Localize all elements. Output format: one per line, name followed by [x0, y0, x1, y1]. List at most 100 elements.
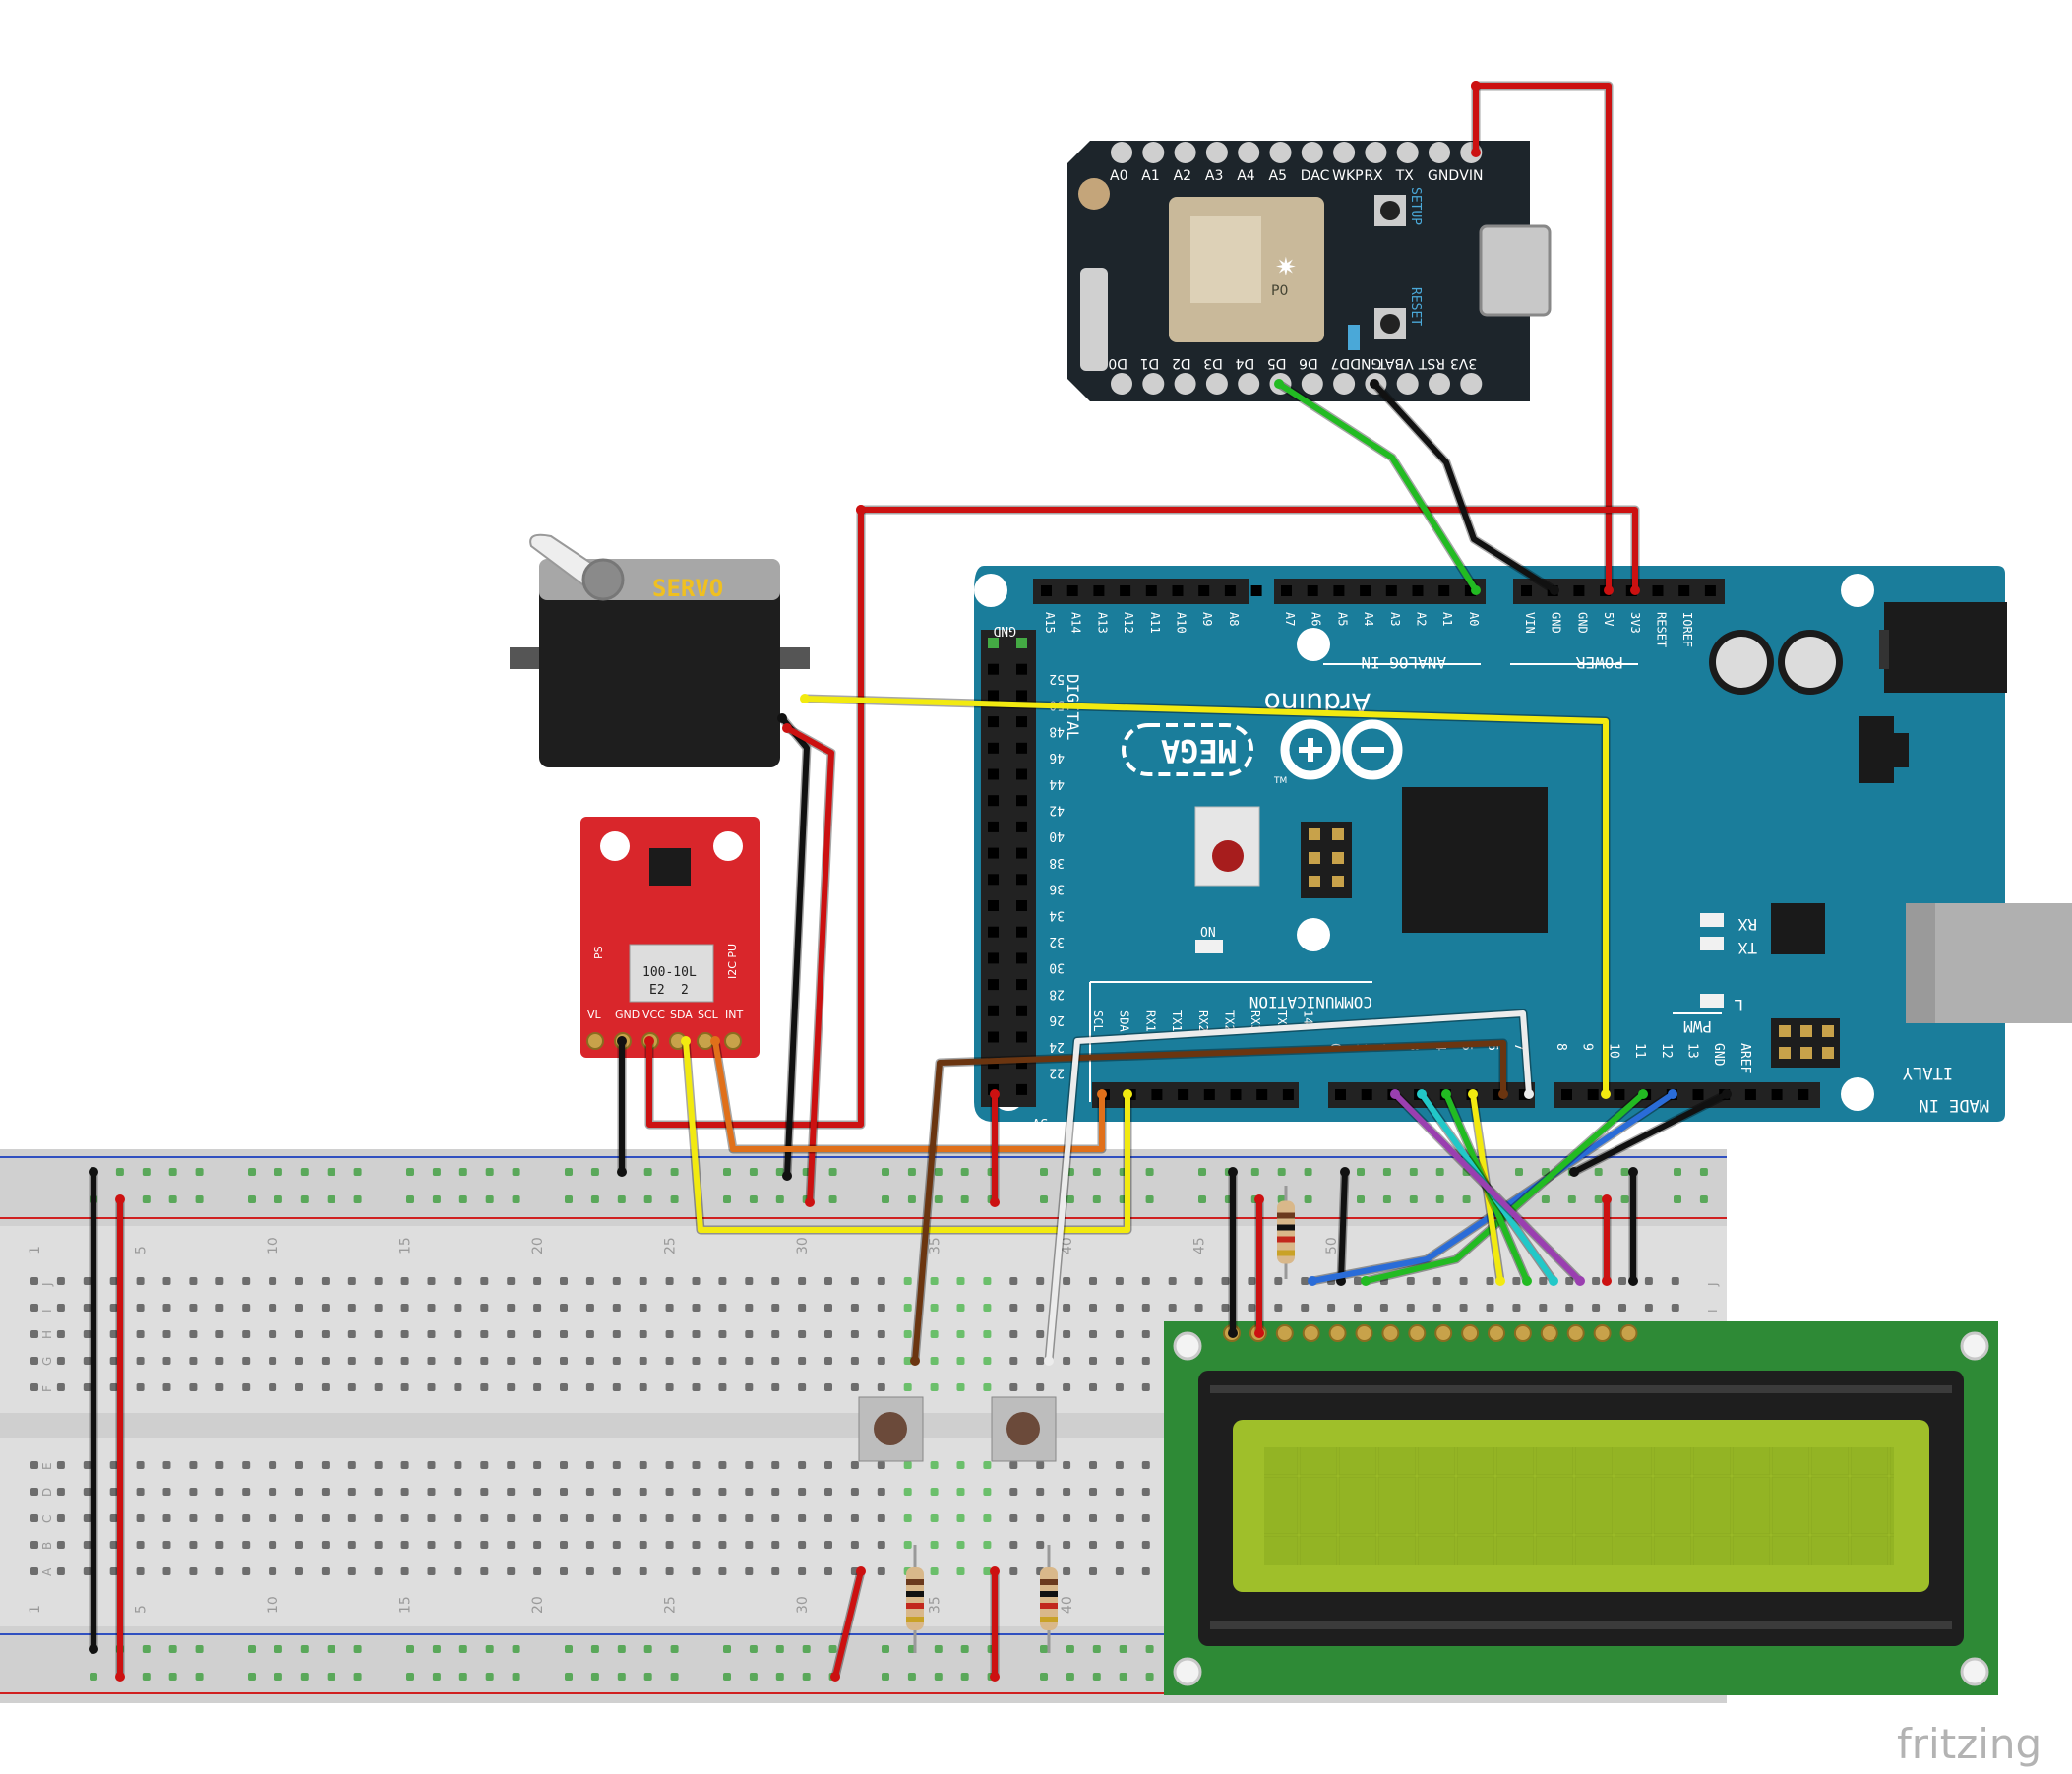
wire-servo-gnd-end: [777, 713, 787, 723]
breadboard-hole: [189, 1383, 198, 1391]
pushbutton-cap[interactable]: [874, 1412, 907, 1445]
breadboard-hole: [427, 1567, 436, 1575]
pushbutton-left[interactable]: [858, 1396, 924, 1462]
breadboard-hole: [824, 1514, 832, 1522]
breadboard-hole: [1141, 1541, 1150, 1549]
rail-hole: [775, 1673, 784, 1681]
wire-sensor-scl: [712, 1038, 1105, 1152]
breadboard-hole: [1379, 1304, 1388, 1312]
sensor-pin: [586, 1032, 604, 1050]
reset-button-photon-cap[interactable]: [1380, 314, 1400, 334]
breadboard-hole: [454, 1277, 462, 1285]
breadboard-hole: [507, 1541, 516, 1549]
header-pin: [1230, 1089, 1242, 1100]
rail-hole: [934, 1645, 943, 1653]
breadboard-hole: [242, 1383, 251, 1391]
rail-hole: [406, 1168, 414, 1176]
rail-hole: [723, 1168, 731, 1176]
breadboard-hole: [242, 1357, 251, 1365]
header-pin: [1493, 1089, 1504, 1100]
setup-button-cap[interactable]: [1380, 201, 1400, 220]
breadboard-hole: [771, 1330, 780, 1338]
digital-pin-label: 30: [1049, 960, 1065, 975]
digital-pin-label: 37: [955, 882, 971, 896]
on-led: [1195, 940, 1223, 953]
wire-lcd-d6-end: [1417, 1089, 1427, 1099]
column-number: 5: [134, 1605, 150, 1614]
breadboard-hole: [798, 1541, 807, 1549]
breadboard-hole: [612, 1461, 621, 1469]
breadboard-hole: [162, 1357, 171, 1365]
breadboard-hole: [877, 1330, 885, 1338]
breadboard-hole: [30, 1357, 38, 1365]
breadboard-hole: [269, 1357, 277, 1365]
breadboard-hole: [850, 1357, 859, 1365]
breadboard-hole: [83, 1488, 91, 1496]
breadboard-hole: [1089, 1304, 1097, 1312]
photon-top-pin-label: A4: [1237, 168, 1255, 184]
sensor-pin-label: INT: [725, 1009, 743, 1021]
breadboard-hole: [692, 1541, 701, 1549]
row-letter: H: [40, 1330, 54, 1339]
breadboard-hole: [560, 1277, 568, 1285]
rail-hole: [195, 1673, 204, 1681]
analog-pin-label: A15: [1043, 612, 1057, 634]
resistor-band: [1277, 1212, 1295, 1219]
breadboard-hole: [665, 1357, 674, 1365]
column-number: 15: [398, 1237, 414, 1254]
breadboard-hole: [374, 1357, 383, 1365]
wire-button2-pin-end: [1524, 1089, 1534, 1099]
header-pin: [1678, 585, 1690, 596]
reset-button-cap[interactable]: [1212, 840, 1244, 872]
photon-bottom-pin-label: D1: [1140, 355, 1160, 371]
digital-pin-label: 49: [955, 723, 971, 738]
breadboard-hole: [1089, 1357, 1097, 1365]
breadboard-hole: [189, 1567, 198, 1575]
breadboard-hole: [374, 1541, 383, 1549]
header-pin: [1335, 1089, 1346, 1100]
breadboard-hole: [585, 1461, 594, 1469]
resistor-band: [1040, 1617, 1058, 1622]
photon-top-pin: [1142, 142, 1165, 163]
breadboard-hole: [215, 1357, 224, 1365]
breadboard-hole: [824, 1567, 832, 1575]
icsp-pin: [1779, 1047, 1791, 1059]
breadboard-hole: [560, 1357, 568, 1365]
breadboard-hole: [109, 1357, 118, 1365]
breadboard-hole: [347, 1357, 356, 1365]
breadboard-hole: [665, 1461, 674, 1469]
breadboard-hole: [480, 1488, 489, 1496]
rail-hole: [775, 1168, 784, 1176]
wire-3v3-sensor-end: [856, 505, 866, 515]
header-pin: [1360, 585, 1371, 596]
sensor-chip-text3: 2: [681, 983, 689, 998]
column-number: 35: [928, 1596, 944, 1614]
breadboard-hole: [400, 1567, 409, 1575]
rail-hole: [406, 1195, 414, 1203]
header-pin: [1412, 585, 1424, 596]
pushbutton-cap[interactable]: [1006, 1412, 1040, 1445]
column-number: 10: [266, 1596, 281, 1614]
wire-lcd-rs-end: [1668, 1089, 1677, 1099]
photon-bottom-pin-label: VBAT: [1377, 355, 1414, 371]
header-analog-low: [1274, 579, 1486, 604]
breadboard-hole: [956, 1383, 965, 1391]
breadboard-hole: [1248, 1304, 1256, 1312]
rail-hole: [1040, 1673, 1048, 1681]
column-number: 1: [28, 1605, 43, 1614]
breadboard-hole: [1115, 1330, 1124, 1338]
breadboard-hole: [374, 1514, 383, 1522]
servo-body: [539, 559, 780, 767]
breadboard-hole: [189, 1330, 198, 1338]
header-pin: [1307, 585, 1318, 596]
breadboard-hole: [136, 1383, 145, 1391]
pushbutton-right[interactable]: [991, 1396, 1057, 1462]
photon-top-pin-label: GND: [1428, 168, 1459, 184]
breadboard-hole: [665, 1277, 674, 1285]
breadboard-hole: [1089, 1514, 1097, 1522]
rail-hole: [1541, 1168, 1550, 1176]
photon-bottom-pin-label: D5: [1267, 355, 1287, 371]
wire-servo-vcc-end: [805, 1197, 815, 1207]
rail-hole: [749, 1195, 758, 1203]
